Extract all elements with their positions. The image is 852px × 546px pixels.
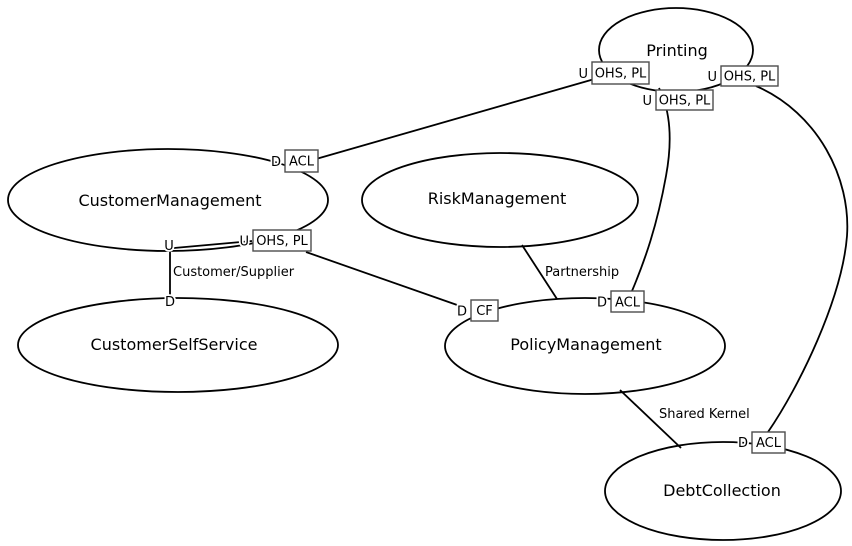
context-ellipse-customermanagement (7, 148, 329, 252)
role-downstream-debtcollection-acl: D (738, 436, 748, 451)
role-letters: U U U D U U D D D D (162, 65, 749, 453)
pattern-box-customermanagement-acl (284, 149, 319, 173)
pattern-box-customermanagement-ohs-pl (252, 229, 312, 252)
edge-printing-debtcollection (755, 85, 849, 433)
edge-riskmanagement-policymanagement (521, 244, 558, 300)
role-downstream-customermanagement-acl: D (271, 155, 281, 170)
edge-policymanagement-debtcollection (619, 389, 682, 449)
role-upstream-printing-right: U (707, 70, 717, 85)
context-label-customermanagement: CustomerManagement (78, 191, 261, 210)
edge-label-shared-kernel: Shared Kernel (659, 407, 750, 422)
pattern-text-printing-right-ohs-pl: OHS, PL (724, 70, 776, 85)
pattern-text-customermanagement-ohs-pl: OHS, PL (256, 234, 308, 249)
context-labels: Printing CustomerManagement RiskManageme… (78, 41, 780, 500)
pattern-text-policymanagement-acl: ACL (615, 296, 641, 311)
context-label-riskmanagement: RiskManagement (428, 189, 567, 208)
role-upstream-customermanagement-bottom: U (164, 239, 174, 254)
role-upstream-printing-left: U (578, 67, 588, 82)
edge-label-customer-supplier: Customer/Supplier (173, 265, 295, 280)
pattern-boxes (252, 61, 786, 454)
pattern-box-printing-left-ohs-pl (591, 61, 650, 85)
pattern-text-printing-mid-ohs-pl: OHS, PL (659, 94, 711, 109)
edge-customermanagement-policymanagement (305, 251, 461, 307)
context-label-debtcollection: DebtCollection (663, 481, 781, 500)
pattern-text-printing-left-ohs-pl: OHS, PL (595, 67, 647, 82)
pattern-texts: OHS, PL OHS, PL OHS, PL ACL OHS, PL CF A… (256, 67, 782, 452)
context-label-customerselfservice: CustomerSelfService (91, 335, 258, 354)
pattern-box-policymanagement-acl (610, 290, 645, 313)
context-ellipse-debtcollection (604, 441, 842, 541)
context-ellipse-policymanagement (444, 297, 726, 395)
relationship-labels: Customer/Supplier Partnership Shared Ker… (171, 263, 751, 424)
pattern-text-policymanagement-cf: CF (476, 304, 493, 319)
context-ellipse-riskmanagement (361, 152, 639, 248)
pattern-text-customermanagement-acl: ACL (289, 155, 315, 170)
pattern-box-printing-right-ohs-pl (720, 65, 779, 87)
role-downstream-policymanagement-acl: D (597, 296, 607, 311)
edge-customermanagement-policymanagement-start (173, 240, 253, 249)
edge-customermanagement-printing (315, 77, 599, 160)
context-ellipses (7, 7, 842, 541)
role-upstream-printing-mid: U (642, 94, 652, 109)
context-label-printing: Printing (646, 41, 708, 60)
context-label-policymanagement: PolicyManagement (510, 335, 661, 354)
edge-label-partnership: Partnership (545, 265, 619, 280)
role-downstream-policymanagement-cf: D (457, 305, 467, 320)
pattern-box-printing-mid-ohs-pl (655, 89, 714, 111)
role-downstream-customerselfservice: D (165, 295, 175, 310)
pattern-box-debtcollection-acl (751, 431, 786, 454)
role-upstream-customermanagement-ohs: U (239, 235, 249, 250)
edges (169, 77, 849, 449)
context-ellipse-customerselfservice (17, 297, 339, 393)
pattern-box-policymanagement-cf (470, 299, 499, 322)
edge-printing-policymanagement (631, 87, 671, 292)
pattern-text-debtcollection-acl: ACL (756, 436, 782, 451)
